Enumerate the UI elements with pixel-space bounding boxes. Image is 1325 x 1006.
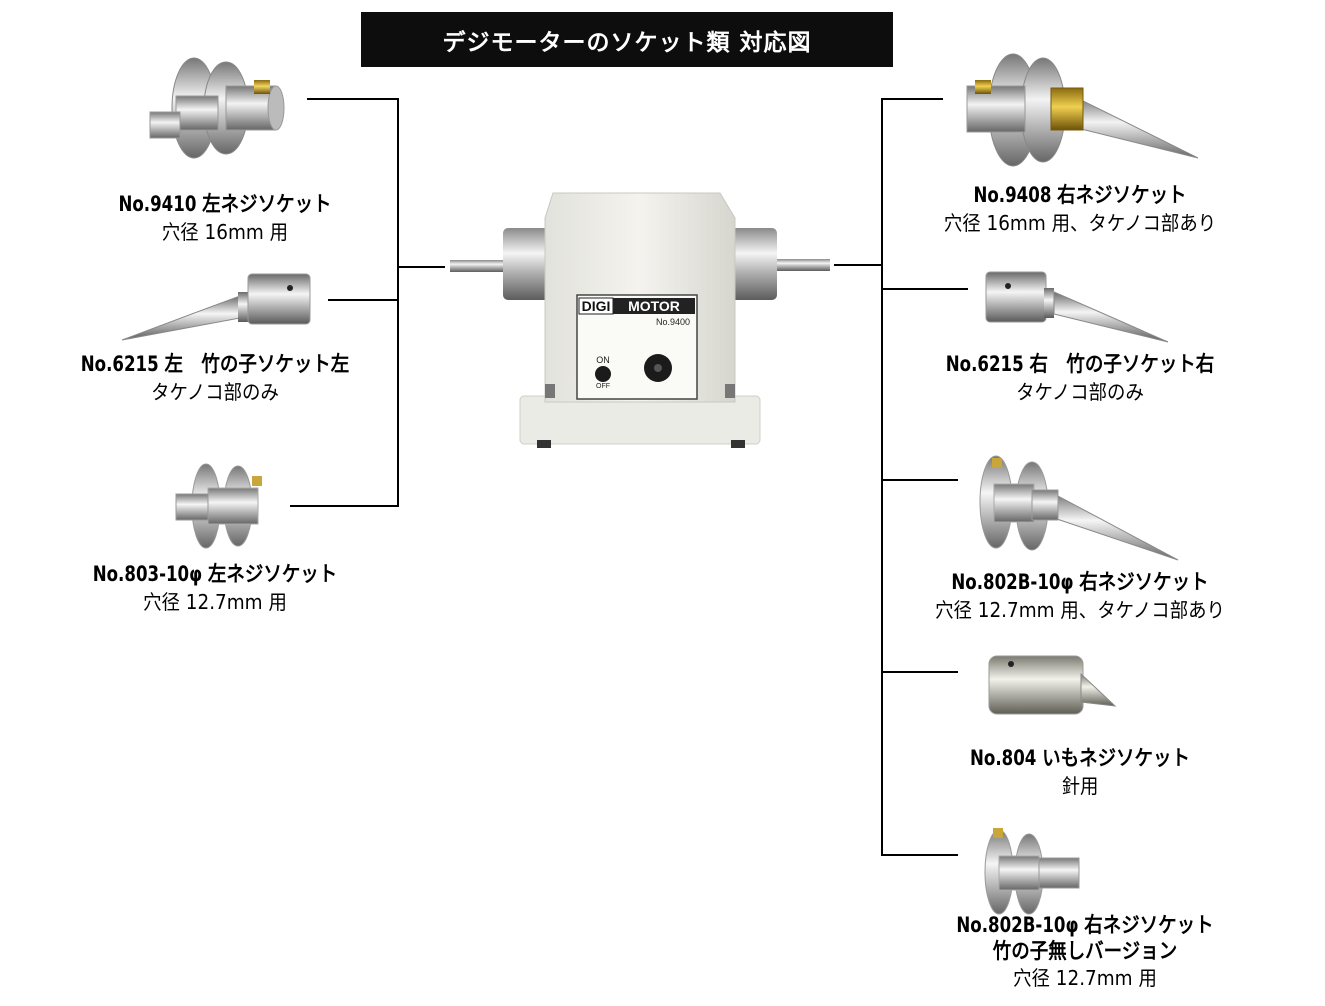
left-item-1-name: No.9410 左ネジソケット — [118, 192, 332, 216]
right-item-4-name: No.804 いもネジソケット — [970, 746, 1190, 770]
left-item-3-name: No.803-10φ 左ネジソケット — [92, 562, 338, 586]
left-item-2-label: No.6215 左 竹の子ソケット左 タケノコ部のみ — [30, 351, 400, 406]
motor-brand-right: MOTOR — [628, 298, 680, 314]
small-pulley-spindle-image — [974, 452, 1180, 568]
left-item-2-sub: タケノコ部のみ — [151, 380, 279, 404]
pulley-socket-bolt-image — [136, 56, 306, 164]
tapered-spindle-left-image — [120, 268, 312, 348]
motor-switch-on: ON — [596, 355, 610, 365]
right-item-3-sub: 穴径 12.7mm 用、タケノコ部あり — [935, 598, 1225, 622]
right-item-3-name: No.802B-10φ 右ネジソケット — [951, 570, 1209, 594]
digimotor-image: DIGI MOTOR No.9400 ON OFF — [445, 188, 835, 450]
left-item-2-name: No.6215 左 竹の子ソケット左 — [80, 352, 350, 376]
right-item-5-name2: 竹の子無しバージョン — [992, 939, 1178, 963]
right-item-5-label: No.802B-10φ 右ネジソケット 竹の子無しバージョン 穴径 12.7mm… — [910, 912, 1260, 992]
motor-switch-off: OFF — [596, 383, 610, 390]
short-screw-socket-image — [985, 650, 1117, 728]
power-switch — [595, 366, 611, 382]
right-item-5-sub: 穴径 12.7mm 用 — [1013, 966, 1157, 990]
right-item-4-sub: 針用 — [1061, 774, 1099, 798]
right-item-1-name: No.9408 右ネジソケット — [973, 183, 1187, 207]
left-item-3-label: No.803-10φ 左ネジソケット 穴径 12.7mm 用 — [45, 561, 385, 616]
left-item-3-sub: 穴径 12.7mm 用 — [143, 590, 287, 614]
left-item-1-label: No.9410 左ネジソケット 穴径 16mm 用 — [60, 191, 390, 246]
right-item-2-label: No.6215 右 竹の子ソケット右 タケノコ部のみ — [895, 351, 1265, 406]
tapered-spindle-right-image — [984, 266, 1170, 348]
pulley-socket-spindle-image — [955, 50, 1200, 170]
right-item-2-sub: タケノコ部のみ — [1016, 380, 1144, 404]
right-item-4-label: No.804 いもネジソケット 針用 — [920, 745, 1240, 800]
right-item-3-label: No.802B-10φ 右ネジソケット 穴径 12.7mm 用、タケノコ部あり — [895, 569, 1265, 624]
right-item-1-label: No.9408 右ネジソケット 穴径 16mm 用、タケノコ部あり — [905, 182, 1255, 237]
left-item-1-sub: 穴径 16mm 用 — [161, 220, 289, 244]
small-pulley-threaded-image — [979, 822, 1085, 918]
right-item-5-name: No.802B-10φ 右ネジソケット — [956, 913, 1214, 937]
right-item-2-name: No.6215 右 竹の子ソケット右 — [945, 352, 1215, 376]
motor-brand-left: DIGI — [582, 298, 611, 314]
page-title: デジモーターのソケット類 対応図 — [361, 12, 893, 67]
right-item-1-sub: 穴径 16mm 用、タケノコ部あり — [943, 211, 1217, 235]
small-pulley-socket-image — [168, 460, 272, 552]
motor-model: No.9400 — [656, 317, 690, 327]
